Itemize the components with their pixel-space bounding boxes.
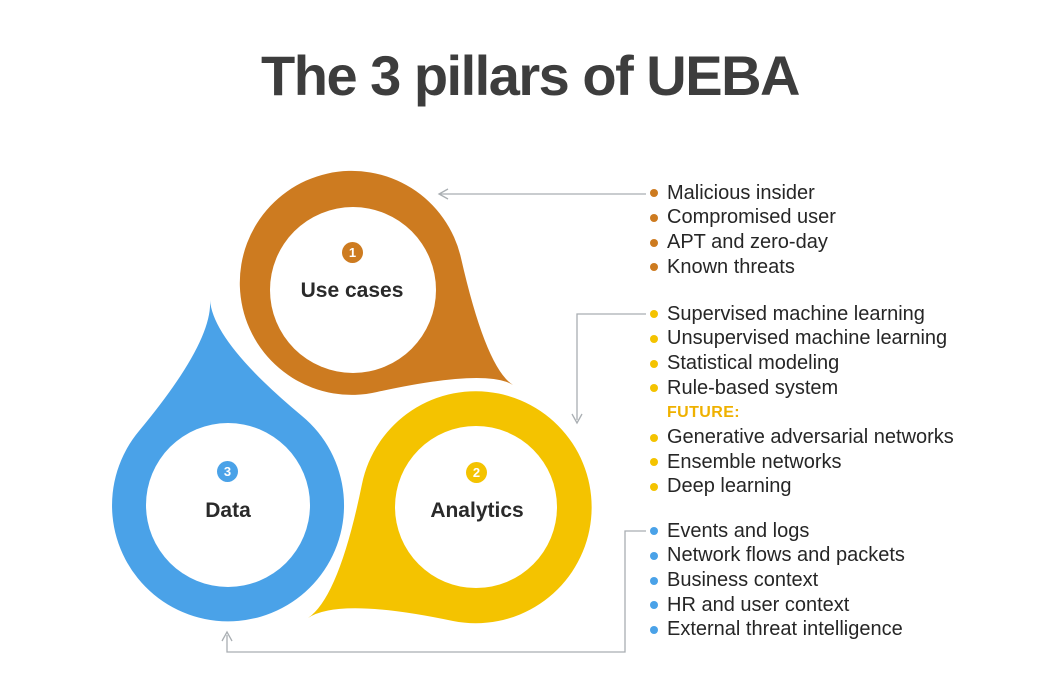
connector-data: [221, 530, 646, 653]
bullet-icon: [650, 601, 658, 610]
list-item-label: Known threats: [667, 255, 795, 278]
list-item: Compromised user: [650, 206, 836, 231]
list-item: Business context: [650, 568, 905, 593]
list-item: Network flows and packets: [650, 544, 905, 569]
data-hole: [146, 423, 310, 587]
list-item-label: Unsupervised machine learning: [667, 327, 948, 350]
list-item-label: Business context: [667, 569, 819, 592]
use-cases-label: Use cases: [300, 279, 404, 302]
analytics-list: Supervised machine learning Unsupervised…: [650, 302, 954, 499]
list-item: APT and zero-day: [650, 230, 836, 255]
badge-number: 3: [223, 464, 232, 479]
future-label: FUTURE:: [667, 403, 741, 421]
bullet-icon: [650, 384, 658, 393]
list-item-label: Rule-based system: [667, 376, 839, 399]
list-item-label: External threat intelligence: [667, 618, 903, 641]
list-item-label: Ensemble networks: [667, 450, 842, 473]
bullet-icon: [650, 458, 658, 467]
future-heading-row: FUTURE:: [667, 401, 954, 426]
arrowhead-up-icon: [221, 630, 233, 642]
bullet-icon: [650, 238, 658, 247]
list-item-label: Supervised machine learning: [667, 302, 925, 325]
analytics-number-badge: 2: [466, 462, 487, 483]
connector-analytics: [571, 313, 646, 425]
bullet-icon: [650, 527, 658, 536]
bullet-icon: [650, 189, 658, 198]
bullet-icon: [650, 310, 658, 319]
bullet-icon: [650, 213, 658, 222]
bullet-icon: [650, 551, 658, 560]
list-item: Generative adversarial networks: [650, 425, 954, 450]
list-item-label: HR and user context: [667, 593, 850, 616]
list-item-label: Network flows and packets: [667, 544, 905, 567]
badge-number: 1: [348, 245, 357, 260]
badge-number: 2: [472, 465, 481, 480]
bullet-icon: [650, 482, 658, 491]
list-item-label: Events and logs: [667, 519, 810, 542]
data-label: Data: [205, 499, 251, 522]
list-item: External threat intelligence: [650, 618, 905, 643]
list-item: Events and logs: [650, 519, 905, 544]
data-list: Events and logs Network flows and packet…: [650, 519, 905, 642]
analytics-hole: [395, 426, 557, 588]
list-item: Statistical modeling: [650, 351, 954, 376]
bullet-icon: [650, 433, 658, 442]
arrowhead-down-icon: [571, 413, 583, 425]
list-item: HR and user context: [650, 593, 905, 618]
use-cases-hole: [270, 207, 436, 373]
list-item-label: APT and zero-day: [667, 231, 828, 254]
list-item: Ensemble networks: [650, 450, 954, 475]
list-item-label: Malicious insider: [667, 181, 815, 204]
connector-use-cases: [437, 188, 646, 200]
list-item-label: Statistical modeling: [667, 352, 840, 375]
list-item-label: Compromised user: [667, 206, 836, 229]
bullet-icon: [650, 359, 658, 368]
list-item: Deep learning: [650, 474, 954, 499]
list-item: Supervised machine learning: [650, 302, 954, 327]
list-item: Malicious insider: [650, 181, 836, 206]
data-number-badge: 3: [217, 461, 238, 482]
use-cases-number-badge: 1: [342, 242, 363, 263]
list-item-label: Deep learning: [667, 475, 792, 498]
arrowhead-left-icon: [437, 188, 449, 200]
bullet-icon: [650, 625, 658, 634]
list-item: Rule-based system: [650, 376, 954, 401]
analytics-label: Analytics: [430, 499, 524, 522]
bullet-icon: [650, 576, 658, 585]
page-title: The 3 pillars of UEBA: [261, 44, 800, 107]
list-item: Unsupervised machine learning: [650, 327, 954, 352]
bullet-icon: [650, 263, 658, 272]
bullet-icon: [650, 334, 658, 343]
use-cases-list: Malicious insider Compromised user APT a…: [650, 181, 836, 280]
list-item-label: Generative adversarial networks: [667, 426, 954, 449]
list-item: Known threats: [650, 255, 836, 280]
